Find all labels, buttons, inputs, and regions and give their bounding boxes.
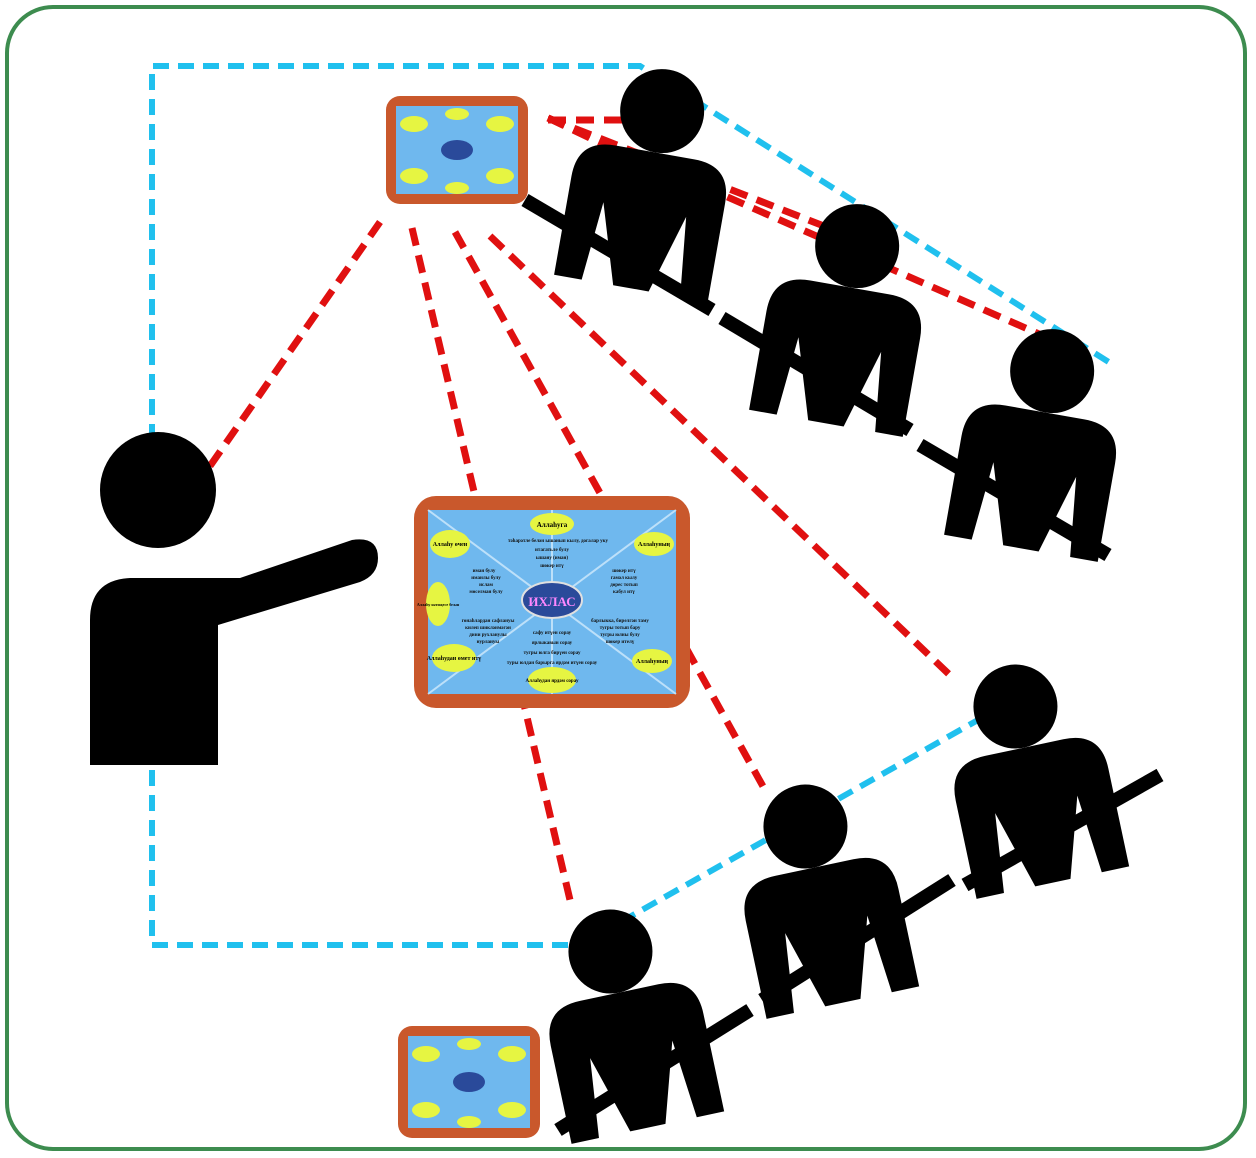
- svg-text:туры юлдан барырга ярдәм итүен: туры юлдан барырга ярдәм итүен сорау: [507, 661, 598, 666]
- svg-text:шөкер ителү: шөкер ителү: [606, 640, 635, 645]
- bubble-bottom-left: Аллаһудан өмет итү: [427, 655, 482, 662]
- svg-text:итагатьле булу: итагатьле булу: [535, 548, 569, 553]
- red-line-teacher: [207, 219, 383, 469]
- svg-text:барлыкка, бирелгән таму: барлыкка, бирелгән таму: [591, 619, 649, 624]
- student-top-3: [944, 316, 1137, 562]
- svg-text:кабул итү: кабул итү: [613, 590, 635, 595]
- bubble-top: Аллаһуга: [537, 521, 568, 529]
- student-bottom-1: [525, 894, 725, 1144]
- svg-text:гөнаһлардан сафлануы: гөнаһлардан сафлануы: [462, 619, 515, 624]
- student-row-bottom: [525, 649, 1164, 1144]
- svg-text:тугры тотып бару: тугры тотып бару: [600, 626, 641, 631]
- teacher-figure: [90, 432, 378, 765]
- bubble-top-right: Аллаһуның: [638, 541, 671, 548]
- svg-text:тугры юлга бирүен сорау: тугры юлга бирүен сорау: [524, 651, 581, 656]
- teacher-body: [90, 539, 378, 765]
- svg-text:мөселман булу: мөселман булу: [469, 590, 503, 595]
- svg-text:ышану (иман): ышану (иман): [536, 556, 569, 561]
- board-center-emblem: [521, 581, 583, 619]
- svg-text:шөкер итү: шөкер итү: [612, 569, 636, 574]
- bubble-bottom-right: Аллаһуның: [636, 658, 669, 665]
- diagram-frame: [5, 5, 1247, 1151]
- svg-text:иманлы булу: иманлы булу: [471, 576, 501, 581]
- board-large: ИХЛАС Аллаһуга Аллаһу өчен Аллаһуның Алл…: [414, 496, 690, 708]
- student-top-1: [554, 56, 747, 302]
- bubble-top-left: Аллаһу өчен: [433, 541, 468, 548]
- board-small-bottom: [398, 1026, 540, 1138]
- svg-text:шөкер итү: шөкер итү: [540, 564, 564, 569]
- board-center-label: ИХЛАС: [528, 594, 575, 609]
- blue-line-top: [149, 63, 1117, 440]
- student-top-2: [749, 191, 942, 437]
- student-bottom-2: [720, 769, 920, 1019]
- svg-text:дөрес тотып: дөрес тотып: [610, 583, 638, 588]
- red-line-3: [487, 233, 958, 683]
- svg-text:иман булу: иман булу: [473, 569, 496, 574]
- teacher-head: [100, 432, 216, 548]
- svg-text:ярлыкавын сорау: ярлыкавын сорау: [532, 641, 573, 646]
- student-row-top: [521, 56, 1137, 562]
- svg-text:тугры юлны булу: тугры юлны булу: [600, 633, 640, 638]
- svg-text:дини рухланулы: дини рухланулы: [469, 633, 507, 638]
- svg-text:гамәл кылу: гамәл кылу: [611, 576, 638, 581]
- svg-text:нурлануы: нурлануы: [477, 640, 500, 645]
- svg-text:килеп шикләнмәгән: килеп шикләнмәгән: [465, 626, 511, 631]
- board-small-top: [386, 96, 528, 204]
- svg-text:ислам: ислам: [479, 583, 493, 588]
- bubble-mid-left: Аллаһу нәтиҗесе белән: [417, 602, 460, 607]
- svg-text:сафу итүен сорау: сафу итүен сорау: [533, 631, 572, 636]
- board-text-lines: тәһарәтле белән ышанып кылу, догалар уку…: [462, 539, 650, 666]
- student-bottom-3: [930, 649, 1130, 899]
- bubble-bottom: Аллаһудан ярдәм сорау: [526, 679, 579, 684]
- svg-text:тәһарәтле белән ышанып кылу, д: тәһарәтле белән ышанып кылу, догалар уку: [508, 539, 608, 544]
